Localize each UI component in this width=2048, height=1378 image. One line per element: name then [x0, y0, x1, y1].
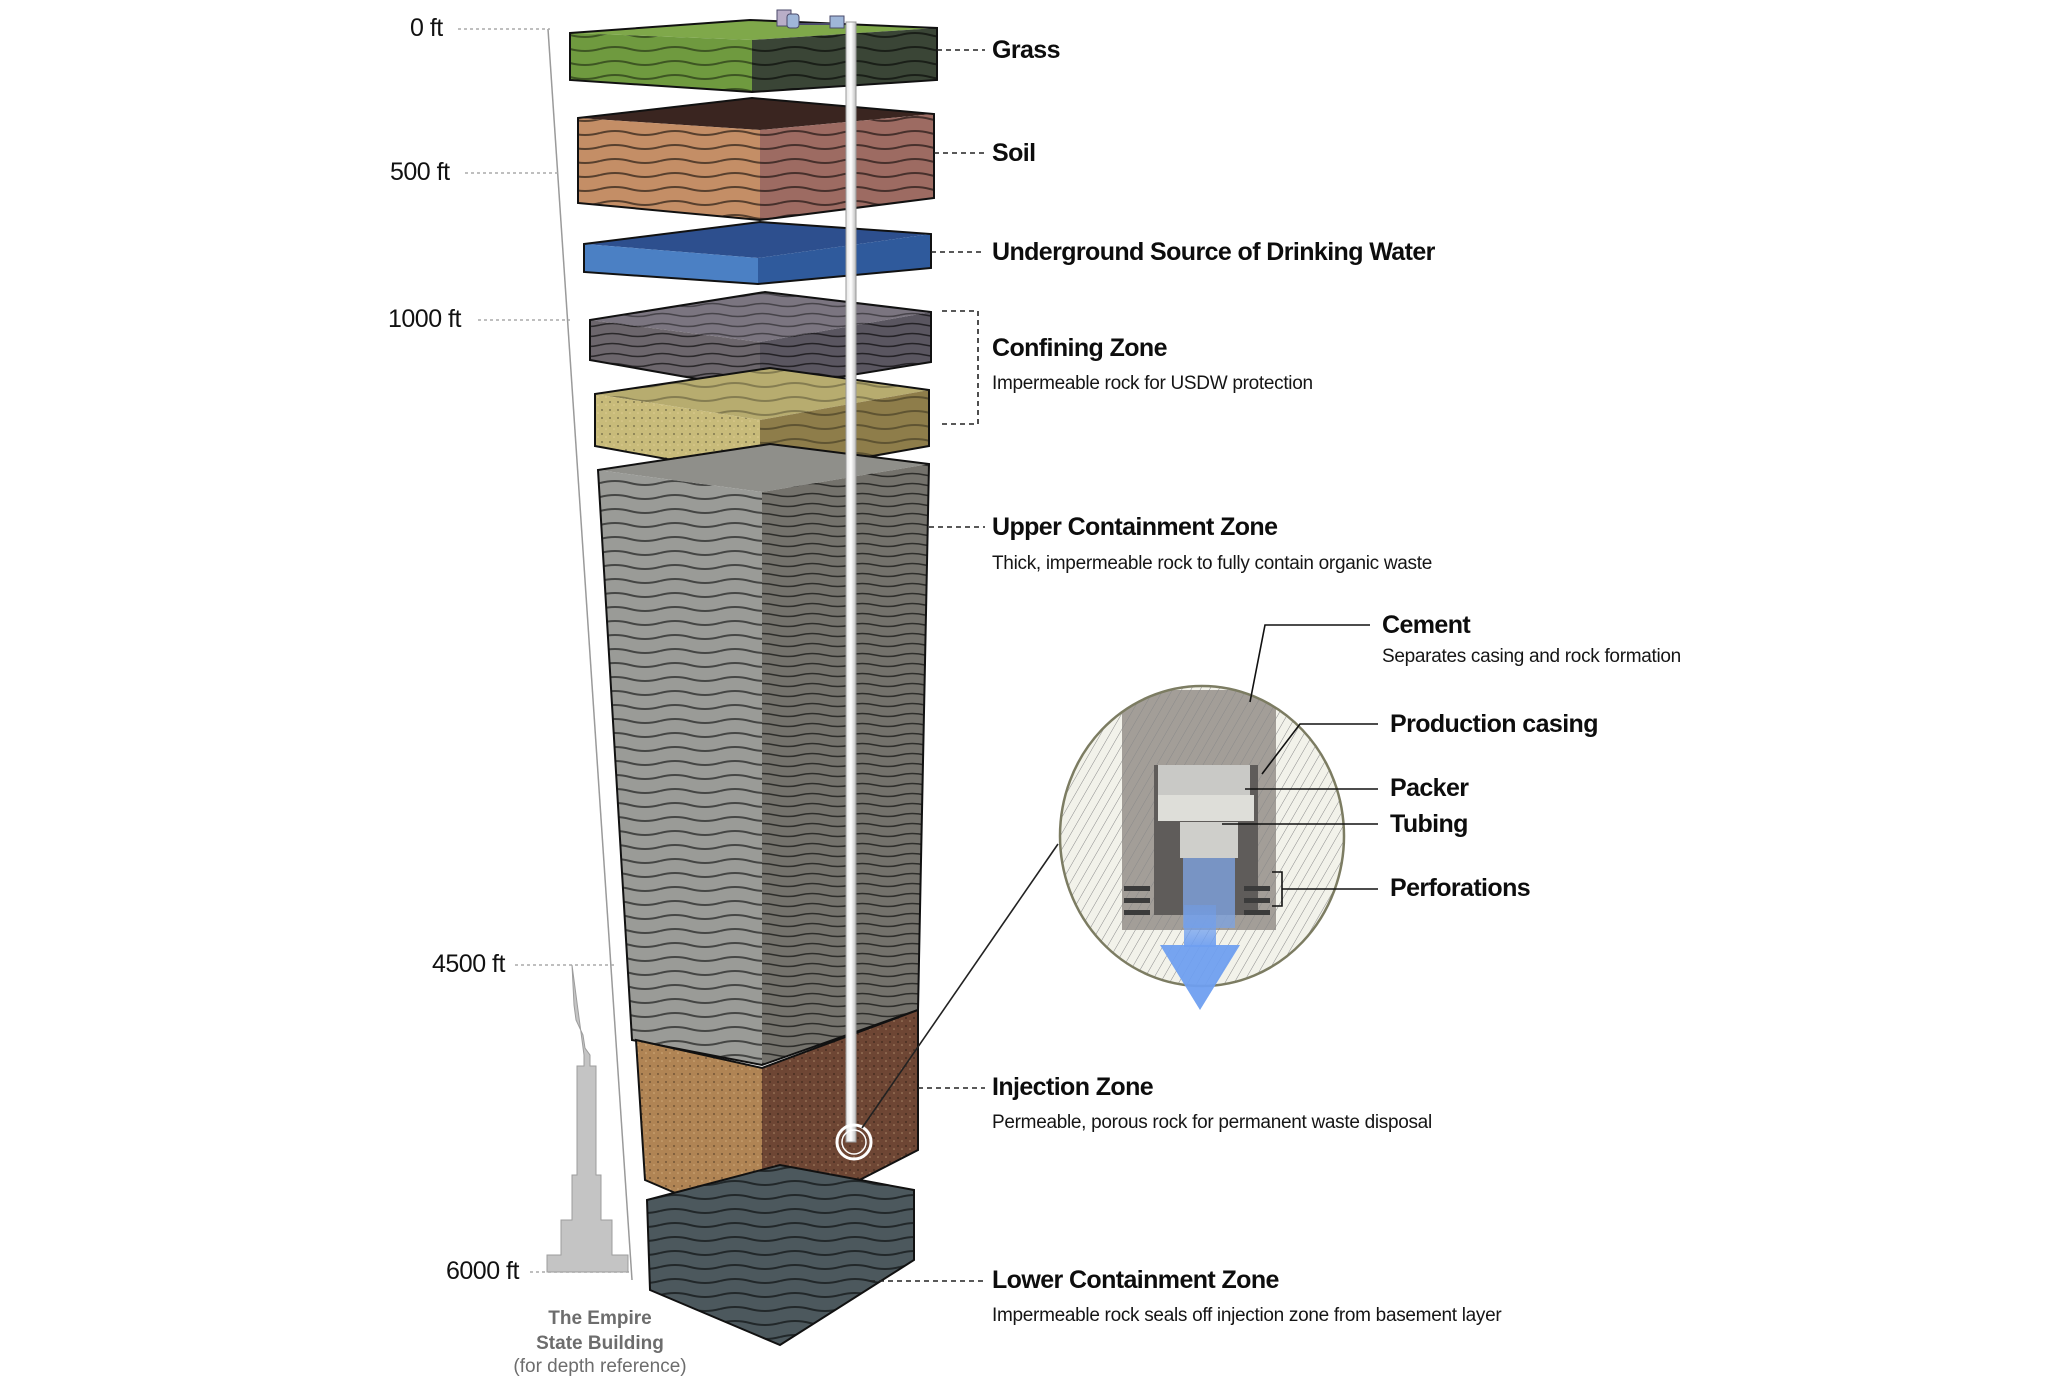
label-injection-zone: Injection Zone — [992, 1073, 1154, 1101]
label-leaders — [870, 49, 985, 1282]
label-soil: Soil — [992, 139, 1036, 167]
layer-grass-block — [569, 18, 938, 94]
label-confining-zone: Confining Zone — [992, 334, 1167, 362]
label-grass: Grass — [992, 36, 1060, 64]
reference-caption-line3: (for depth reference) — [513, 1356, 687, 1377]
reference-caption-line1: The Empire — [548, 1308, 652, 1329]
depth-axis-line — [547, 28, 633, 1281]
well-detail-inset — [1060, 686, 1344, 986]
label-lower-containment: Lower Containment Zone — [992, 1266, 1279, 1294]
depth-label-0: 0 ft — [410, 14, 443, 42]
depth-label-500: 500 ft — [390, 158, 450, 186]
label-tubing: Tubing — [1390, 810, 1468, 838]
label-packer: Packer — [1390, 774, 1469, 802]
layer-lower-containment-block — [645, 1163, 915, 1347]
depth-label-4500: 4500 ft — [432, 950, 505, 978]
label-confining-zone-desc: Impermeable rock for USDW protection — [992, 373, 1313, 394]
flow-arrow-icon — [1160, 945, 1240, 1010]
label-cement: Cement — [1382, 611, 1471, 639]
label-injection-zone-desc: Permeable, porous rock for permanent was… — [992, 1112, 1432, 1133]
empire-state-building-icon — [546, 964, 629, 1273]
label-cement-desc: Separates casing and rock formation — [1382, 646, 1681, 667]
label-upper-containment: Upper Containment Zone — [992, 513, 1278, 541]
depth-label-1000: 1000 ft — [388, 305, 461, 333]
depth-label-6000: 6000 ft — [446, 1257, 519, 1285]
label-lower-containment-desc: Impermeable rock seals off injection zon… — [992, 1305, 1502, 1326]
layer-usdw-block — [583, 220, 932, 286]
label-usdw: Underground Source of Drinking Water — [992, 238, 1435, 266]
injection-point-marker — [835, 1123, 873, 1161]
detail-leader — [861, 843, 1059, 1129]
reference-caption-line2: State Building — [536, 1333, 664, 1354]
well-pipe — [845, 21, 857, 1143]
well-facility-icon — [776, 9, 845, 29]
depth-tick-lines — [458, 28, 630, 1273]
layer-soil-block — [577, 96, 935, 222]
label-upper-containment-desc: Thick, impermeable rock to fully contain… — [992, 553, 1432, 574]
layer-upper-containment-block — [596, 442, 931, 1067]
label-production-casing: Production casing — [1390, 710, 1598, 738]
label-perforations: Perforations — [1390, 874, 1531, 902]
detail-leaders — [1222, 624, 1378, 907]
